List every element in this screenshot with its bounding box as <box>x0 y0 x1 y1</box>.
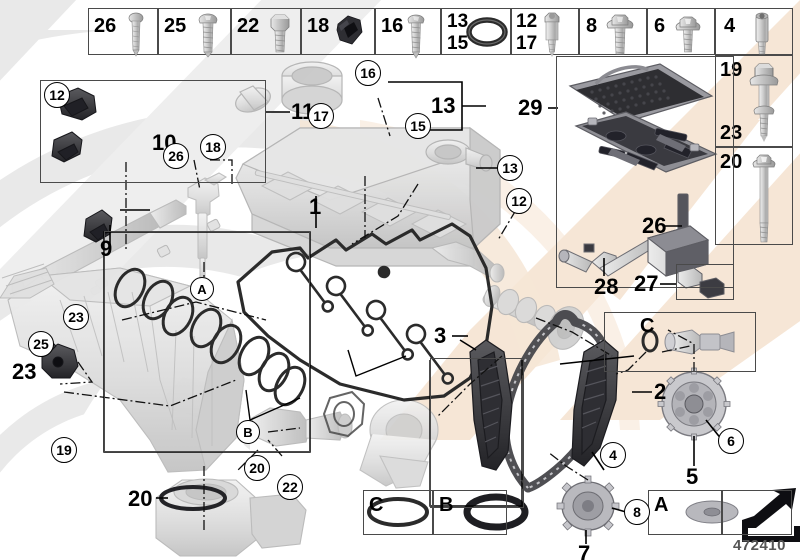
callout-circle-20: 20 <box>244 455 270 481</box>
callout-circle-12-clamp: 12 <box>44 82 70 108</box>
callout-circle-16: 16 <box>355 60 381 86</box>
part-label-16: 16 <box>381 15 404 37</box>
top-row-box-12-17 <box>511 8 579 55</box>
right-column-box-20 <box>715 147 793 245</box>
callout-circle-18: 18 <box>200 134 226 160</box>
part-label-15: 15 <box>447 33 469 54</box>
callout-circle-19: 19 <box>51 437 77 463</box>
top-row-box-8 <box>579 8 647 55</box>
part-label-6: 6 <box>654 15 666 37</box>
callout-circle-25: 25 <box>28 331 54 357</box>
callout-circle-26: 26 <box>163 143 189 169</box>
part-label-23: 23 <box>720 122 743 144</box>
part-label-12: 12 <box>516 11 538 32</box>
tool-28-box <box>676 264 734 300</box>
top-row-box-16 <box>375 8 441 55</box>
legend-label-c: C <box>369 494 384 516</box>
callout-circle-8: 8 <box>624 499 650 525</box>
callout-circle-22: 22 <box>277 474 303 500</box>
callout-circle-13: 13 <box>497 155 523 181</box>
top-row-box-13-15 <box>441 8 511 55</box>
legend-box-c <box>363 490 433 535</box>
callout-circle-12-cover: 12 <box>506 188 532 214</box>
part-label-13: 13 <box>447 11 469 32</box>
part-label-19: 19 <box>720 59 743 81</box>
callout-3: 3 <box>434 323 447 348</box>
top-row-box-4 <box>715 8 793 55</box>
legend-label-a: A <box>654 494 669 516</box>
part-label-8: 8 <box>586 15 598 37</box>
callout-1: 1 <box>309 194 322 219</box>
callout-29: 28 <box>594 274 619 299</box>
callout-circle-4: 4 <box>600 442 626 468</box>
legend-box-b <box>433 490 507 535</box>
callout-21: 20 <box>128 486 153 511</box>
callout-9: 9 <box>100 236 113 261</box>
legend-label-b: B <box>439 494 454 516</box>
part-label-22: 22 <box>237 15 260 37</box>
top-row-box-18 <box>301 8 375 55</box>
part-label-26: 26 <box>94 15 117 37</box>
part-label-20: 20 <box>720 151 743 173</box>
part-label-18: 18 <box>307 15 330 37</box>
callout-27: 26 <box>642 213 667 238</box>
callout-28: 27 <box>634 271 659 296</box>
diagram-part-number: 472410 <box>732 537 786 554</box>
rail-group-box-3 <box>430 358 524 508</box>
part-label-25: 25 <box>164 15 187 37</box>
callout-letter-c: C <box>640 315 655 337</box>
callout-circle-a: A <box>190 277 214 301</box>
legend-box-direction <box>722 490 792 535</box>
callout-circle-15: 15 <box>405 113 431 139</box>
manifold-group-box <box>104 231 310 452</box>
callout-circle-b: B <box>236 420 260 444</box>
part-label-17: 17 <box>516 33 538 54</box>
callout-24: 23 <box>12 359 37 384</box>
callout-circle-6: 6 <box>718 428 744 454</box>
clamp-kit-box-11 <box>40 80 266 183</box>
callout-5: 5 <box>686 464 699 489</box>
tool-case-box-30 <box>556 56 734 288</box>
callout-circle-23: 23 <box>63 304 89 330</box>
top-row-box-22 <box>231 8 301 55</box>
vanos-valve-box-c <box>604 312 756 372</box>
top-row-box-25 <box>158 8 231 55</box>
callout-7: 7 <box>578 541 591 560</box>
right-column-box-19-23 <box>715 55 793 147</box>
callout-30: 29 <box>518 95 543 120</box>
part-label-4: 4 <box>724 15 736 37</box>
top-row-box-6 <box>647 8 715 55</box>
callout-14: 13 <box>431 93 456 118</box>
callout-circle-17: 17 <box>308 103 334 129</box>
callout-2: 2 <box>654 379 667 404</box>
top-row-box-26 <box>88 8 158 55</box>
